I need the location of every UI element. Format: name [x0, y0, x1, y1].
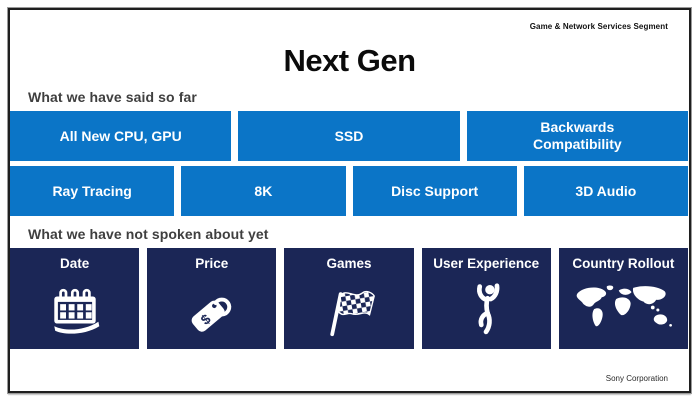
feature-label: Disc Support — [391, 182, 479, 199]
slide: Game & Network Services Segment Next Gen… — [7, 7, 692, 394]
feature-box-8k: 8K — [181, 166, 346, 216]
tile-price: Price $ — [147, 248, 277, 349]
not-spoken-row: Date — [10, 248, 689, 349]
tile-label: Date — [59, 256, 90, 271]
tile-user-experience: User Experience — [421, 248, 551, 349]
price-tag-icon: $ — [147, 271, 276, 349]
feature-box-3d-audio: 3D Audio — [523, 166, 688, 216]
feature-box-ssd: SSD — [238, 111, 460, 161]
checkered-flag-icon — [284, 271, 413, 349]
segment-label: Game & Network Services Segment — [529, 22, 668, 31]
tile-label: Games — [326, 256, 372, 271]
calendar-icon — [10, 271, 139, 349]
tile-label: Price — [195, 256, 229, 271]
feature-box-disc-support: Disc Support — [352, 166, 517, 216]
feature-label: 3D Audio — [575, 182, 637, 199]
heading-said-so-far: What we have said so far — [28, 89, 197, 105]
tile-label: User Experience — [433, 256, 540, 271]
feature-label: SSD — [334, 127, 364, 144]
tile-country-rollout: Country Rollout — [558, 248, 689, 349]
feature-label: 8K — [254, 182, 273, 199]
jumping-person-icon — [422, 271, 551, 349]
world-map-icon — [559, 271, 688, 349]
company-label: Sony Corporation — [605, 374, 668, 383]
said-row-1: All New CPU, GPU SSD Backwards Compatibi… — [10, 111, 688, 161]
feature-label: All New CPU, GPU — [59, 127, 182, 144]
tile-games: Games — [284, 248, 414, 349]
said-row-2: Ray Tracing 8K Disc Support 3D Audio — [10, 166, 688, 216]
tile-date: Date — [10, 248, 140, 349]
heading-not-spoken-yet: What we have not spoken about yet — [28, 226, 269, 242]
feature-label: Backwards Compatibility — [532, 119, 622, 152]
slide-title: Next Gen — [283, 43, 416, 78]
feature-label: Ray Tracing — [52, 182, 132, 199]
feature-box-cpu-gpu: All New CPU, GPU — [10, 111, 232, 161]
feature-box-ray-tracing: Ray Tracing — [10, 166, 175, 216]
tile-label: Country Rollout — [572, 256, 675, 271]
feature-box-backwards-compatibility: Backwards Compatibility — [466, 111, 688, 161]
